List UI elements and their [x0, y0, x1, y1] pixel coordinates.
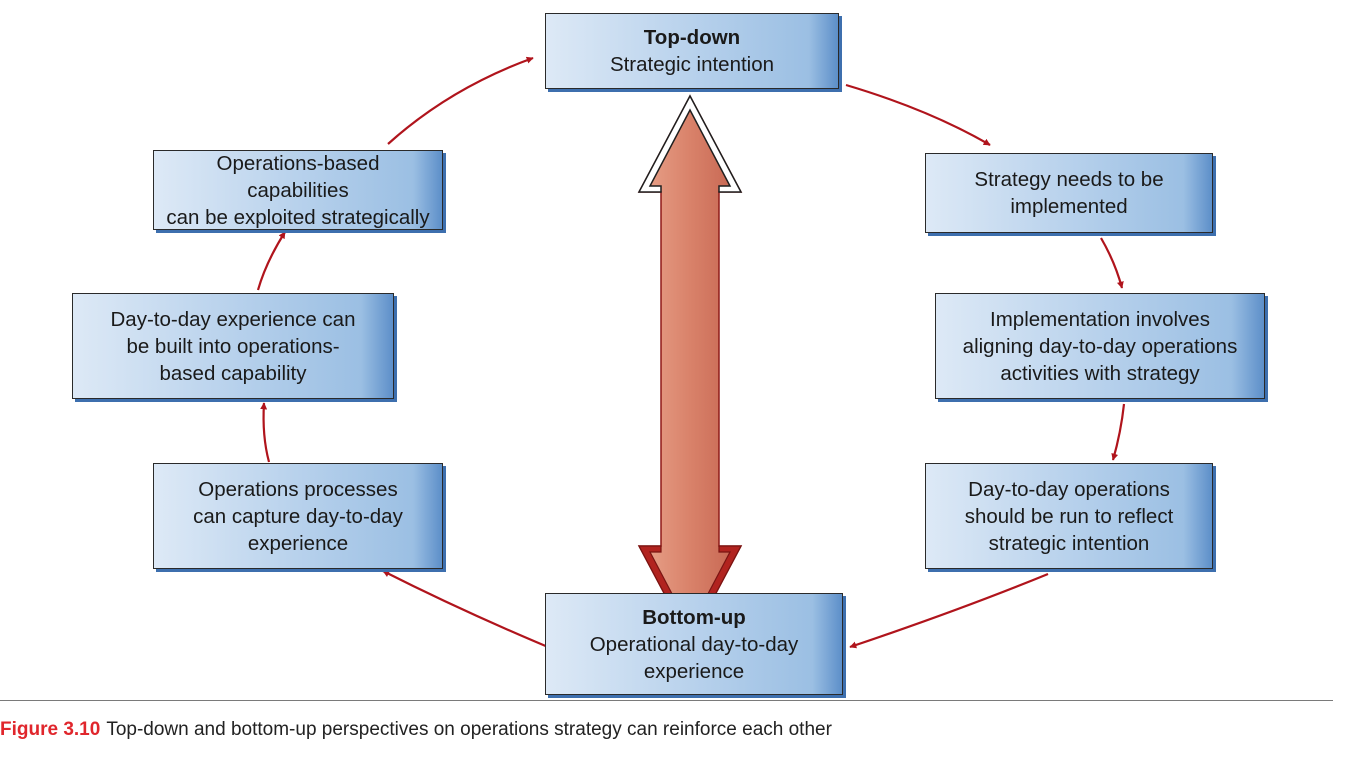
box-implementation-line-1: Implementation involves: [990, 307, 1210, 331]
box-operations-processes: Operations processes can capture day-to-…: [153, 463, 443, 569]
box-top-down-text: Strategic intention: [609, 53, 775, 76]
box-capabilities-line-2: can be exploited strategically: [166, 205, 430, 229]
box-bottom-up: Bottom-up Operational day-to-day experie…: [545, 593, 843, 695]
box-bottom-up-line-2: experience: [643, 659, 745, 683]
figure-label: Figure 3.10: [0, 719, 101, 740]
box-strategy-line-1: Strategy needs to be: [974, 168, 1164, 191]
box-bottom-up-title: Bottom-up: [642, 605, 746, 629]
arrow-implementation-to-dayops: [1111, 403, 1126, 461]
box-strategy-implemented: Strategy needs to be implemented: [925, 153, 1213, 233]
box-top-down: Top-down Strategic intention: [545, 13, 839, 89]
box-implementation-line-3: activities with strategy: [1000, 361, 1200, 385]
arrow-experience-to-capabilities: [256, 231, 286, 291]
arrow-strategy-to-implementation: [1100, 237, 1124, 289]
box-dayops-line-1: Day-to-day operations: [968, 477, 1170, 501]
box-implementation-line-2: aligning day-to-day operations: [962, 334, 1238, 358]
box-processes-line-1: Operations processes: [198, 477, 398, 501]
center-arrow-top-highlight: [637, 94, 743, 193]
box-processes-line-2: can capture day-to-day: [193, 504, 403, 528]
box-day-to-day-operations: Day-to-day operations should be run to r…: [925, 463, 1213, 569]
box-dayops-line-2: should be run to reflect: [964, 504, 1174, 528]
figure-caption-text: Top-down and bottom-up perspectives on o…: [106, 719, 832, 740]
arrow-bottom-to-processes: [382, 570, 549, 649]
box-dayops-line-3: strategic intention: [988, 531, 1150, 555]
box-operations-capabilities: Operations-based capabilities can be exp…: [153, 150, 443, 230]
box-day-to-day-experience: Day-to-day experience can be built into …: [72, 293, 394, 399]
arrow-dayops-to-bottom: [849, 572, 1049, 649]
box-bottom-up-line-1: Operational day-to-day: [589, 632, 799, 656]
arrow-capabilities-to-top: [387, 56, 534, 145]
box-experience-line-2: be built into operations-: [126, 334, 340, 358]
box-capabilities-line-1: Operations-based capabilities: [216, 151, 380, 202]
box-processes-line-3: experience: [247, 531, 349, 555]
box-experience-line-3: based capability: [159, 361, 307, 385]
arrow-processes-to-experience: [260, 402, 271, 463]
arrow-top-to-strategy: [845, 83, 991, 146]
box-experience-line-1: Day-to-day experience can: [110, 307, 356, 331]
box-top-down-title: Top-down: [643, 26, 741, 49]
box-implementation-aligning: Implementation involves aligning day-to-…: [935, 293, 1265, 399]
caption-divider: [0, 700, 1333, 701]
box-strategy-line-2: implemented: [1010, 195, 1128, 218]
